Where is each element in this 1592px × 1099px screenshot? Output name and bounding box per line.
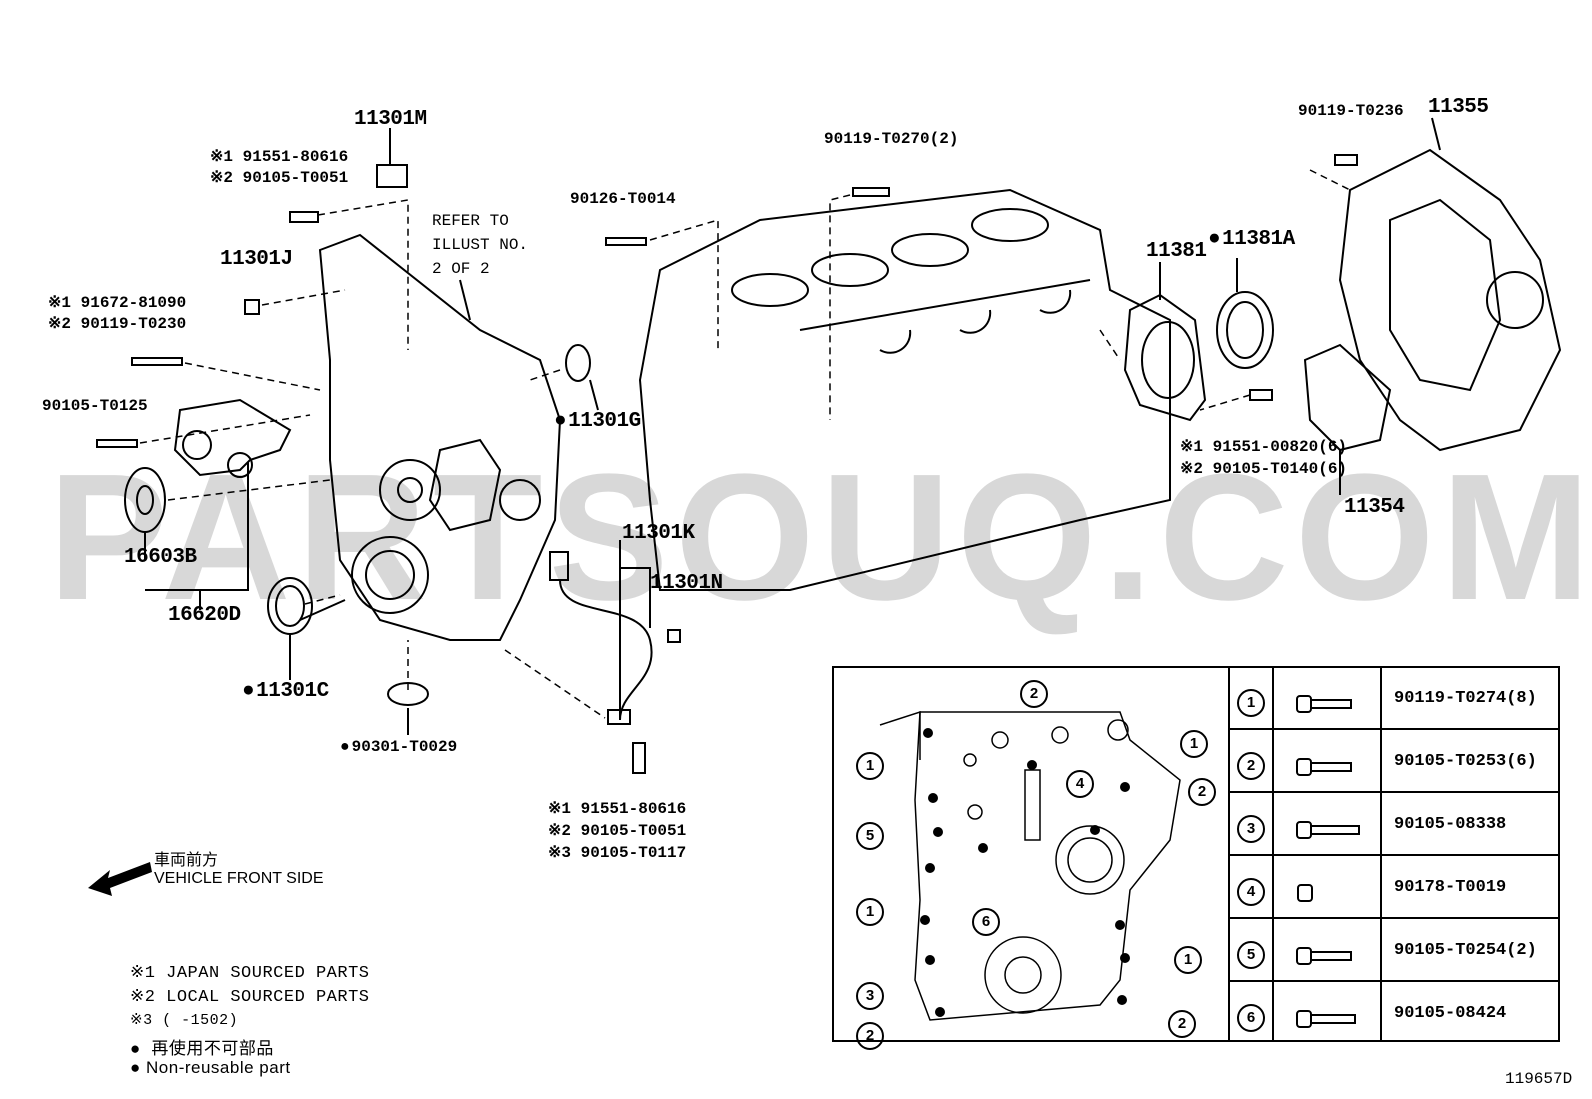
callout-bolt-group-2a: ※1 91672-81090 — [48, 294, 187, 312]
table-row-2-num: 2 — [1237, 752, 1265, 780]
callout-11301G: 11301G — [554, 410, 641, 433]
legend-non-reusable-jp: ● 再使用不可部品 — [130, 1034, 274, 1060]
callout-bolt-group-2b: ※2 90119-T0230 — [48, 315, 187, 333]
callout-bolt-group-4b: ※2 90105-T0051 — [548, 822, 687, 840]
legend-non-reusable-jp-text: 再使用不可部品 — [151, 1041, 274, 1060]
legend-non-reusable-en: ● Non-reusable part — [130, 1058, 291, 1078]
refer-note-line3: 2 OF 2 — [432, 260, 490, 278]
refer-note-line2: ILLUST NO. — [432, 236, 529, 254]
table-row-3-num: 3 — [1237, 815, 1265, 843]
vehicle-front-jp: 車両前方 — [154, 852, 219, 869]
inset-mark: 3 — [856, 982, 884, 1010]
callout-11301J: 11301J — [220, 248, 293, 271]
table-row-line — [1228, 728, 1560, 730]
legend-non-reusable-en-text: Non-reusable part — [146, 1058, 291, 1077]
callout-16620D: 16620D — [168, 604, 241, 627]
callout-90301-T0029: 90301-T0029 — [340, 738, 458, 756]
table-row-1-num: 1 — [1237, 689, 1265, 717]
legend-date-range: ※3 ( -1502) — [130, 1012, 239, 1029]
non-reusable-dot-icon: ● — [130, 1041, 141, 1060]
vehicle-front-en: VEHICLE FRONT SIDE — [154, 870, 324, 887]
callout-90105-T0125: 90105-T0125 — [42, 397, 148, 415]
legend-japan-sourced: ※1 JAPAN SOURCED PARTS — [130, 964, 370, 983]
table-row-6-num: 6 — [1237, 1004, 1265, 1032]
inset-mark: 2 — [1020, 680, 1048, 708]
inset-mark: 4 — [1066, 770, 1094, 798]
table-row-line — [1228, 791, 1560, 793]
table-col-divider-b — [1380, 666, 1382, 1042]
callout-11381A: 11381A — [1208, 228, 1295, 251]
table-col-divider-a — [1272, 666, 1274, 1042]
table-row-6-part: 90105-08424 — [1394, 1004, 1507, 1023]
table-row-4-part: 90178-T0019 — [1394, 878, 1507, 897]
callout-11301M: 11301M — [354, 108, 427, 131]
non-reusable-dot-icon: ● — [130, 1058, 141, 1077]
refer-note-line1: REFER TO — [432, 212, 509, 230]
table-row-2-part: 90105-T0253(6) — [1394, 752, 1537, 771]
callout-11301C: 11301C — [242, 680, 329, 703]
callout-11301N: 11301N — [650, 572, 723, 595]
callout-90119-T0270: 90119-T0270(2) — [824, 130, 959, 148]
watermark: PARTSOUQ.COM — [48, 437, 1592, 638]
inset-mark: 1 — [856, 752, 884, 780]
inset-mark: 2 — [856, 1022, 884, 1050]
callout-11355: 11355 — [1428, 96, 1489, 119]
callout-bolt-group-4a: ※1 91551-80616 — [548, 800, 687, 818]
table-row-3-part: 90105-08338 — [1394, 815, 1507, 834]
callout-11301K: 11301K — [622, 522, 695, 545]
table-row-5-num: 5 — [1237, 941, 1265, 969]
diagram-id: 119657D — [1505, 1070, 1573, 1088]
legend-local-sourced: ※2 LOCAL SOURCED PARTS — [130, 988, 370, 1007]
inset-mark: 2 — [1168, 1010, 1196, 1038]
table-row-line — [1228, 917, 1560, 919]
callout-bolt-group-1b: ※2 90105-T0051 — [210, 169, 349, 187]
inset-mark: 2 — [1188, 778, 1216, 806]
table-row-line — [1228, 980, 1560, 982]
callout-90119-T0236: 90119-T0236 — [1298, 102, 1404, 120]
table-row-5-part: 90105-T0254(2) — [1394, 941, 1537, 960]
callout-11354: 11354 — [1344, 496, 1405, 519]
inset-mark: 1 — [856, 898, 884, 926]
inset-mark: 5 — [856, 822, 884, 850]
callout-bolt-group-3a: ※1 91551-00820(6) — [1180, 438, 1348, 456]
table-row-4-num: 4 — [1237, 878, 1265, 906]
callout-bolt-group-4c: ※3 90105-T0117 — [548, 844, 687, 862]
callout-bolt-group-1a: ※1 91551-80616 — [210, 148, 349, 166]
table-row-1-part: 90119-T0274(8) — [1394, 689, 1537, 708]
inset-mark: 1 — [1180, 730, 1208, 758]
callout-bolt-group-3b: ※2 90105-T0140(6) — [1180, 460, 1348, 478]
callout-90126-T0014: 90126-T0014 — [570, 190, 676, 208]
inset-mark: 1 — [1174, 946, 1202, 974]
inset-mark: 6 — [972, 908, 1000, 936]
table-row-line — [1228, 854, 1560, 856]
callout-16603B: 16603B — [124, 546, 197, 569]
callout-11381: 11381 — [1146, 240, 1207, 263]
